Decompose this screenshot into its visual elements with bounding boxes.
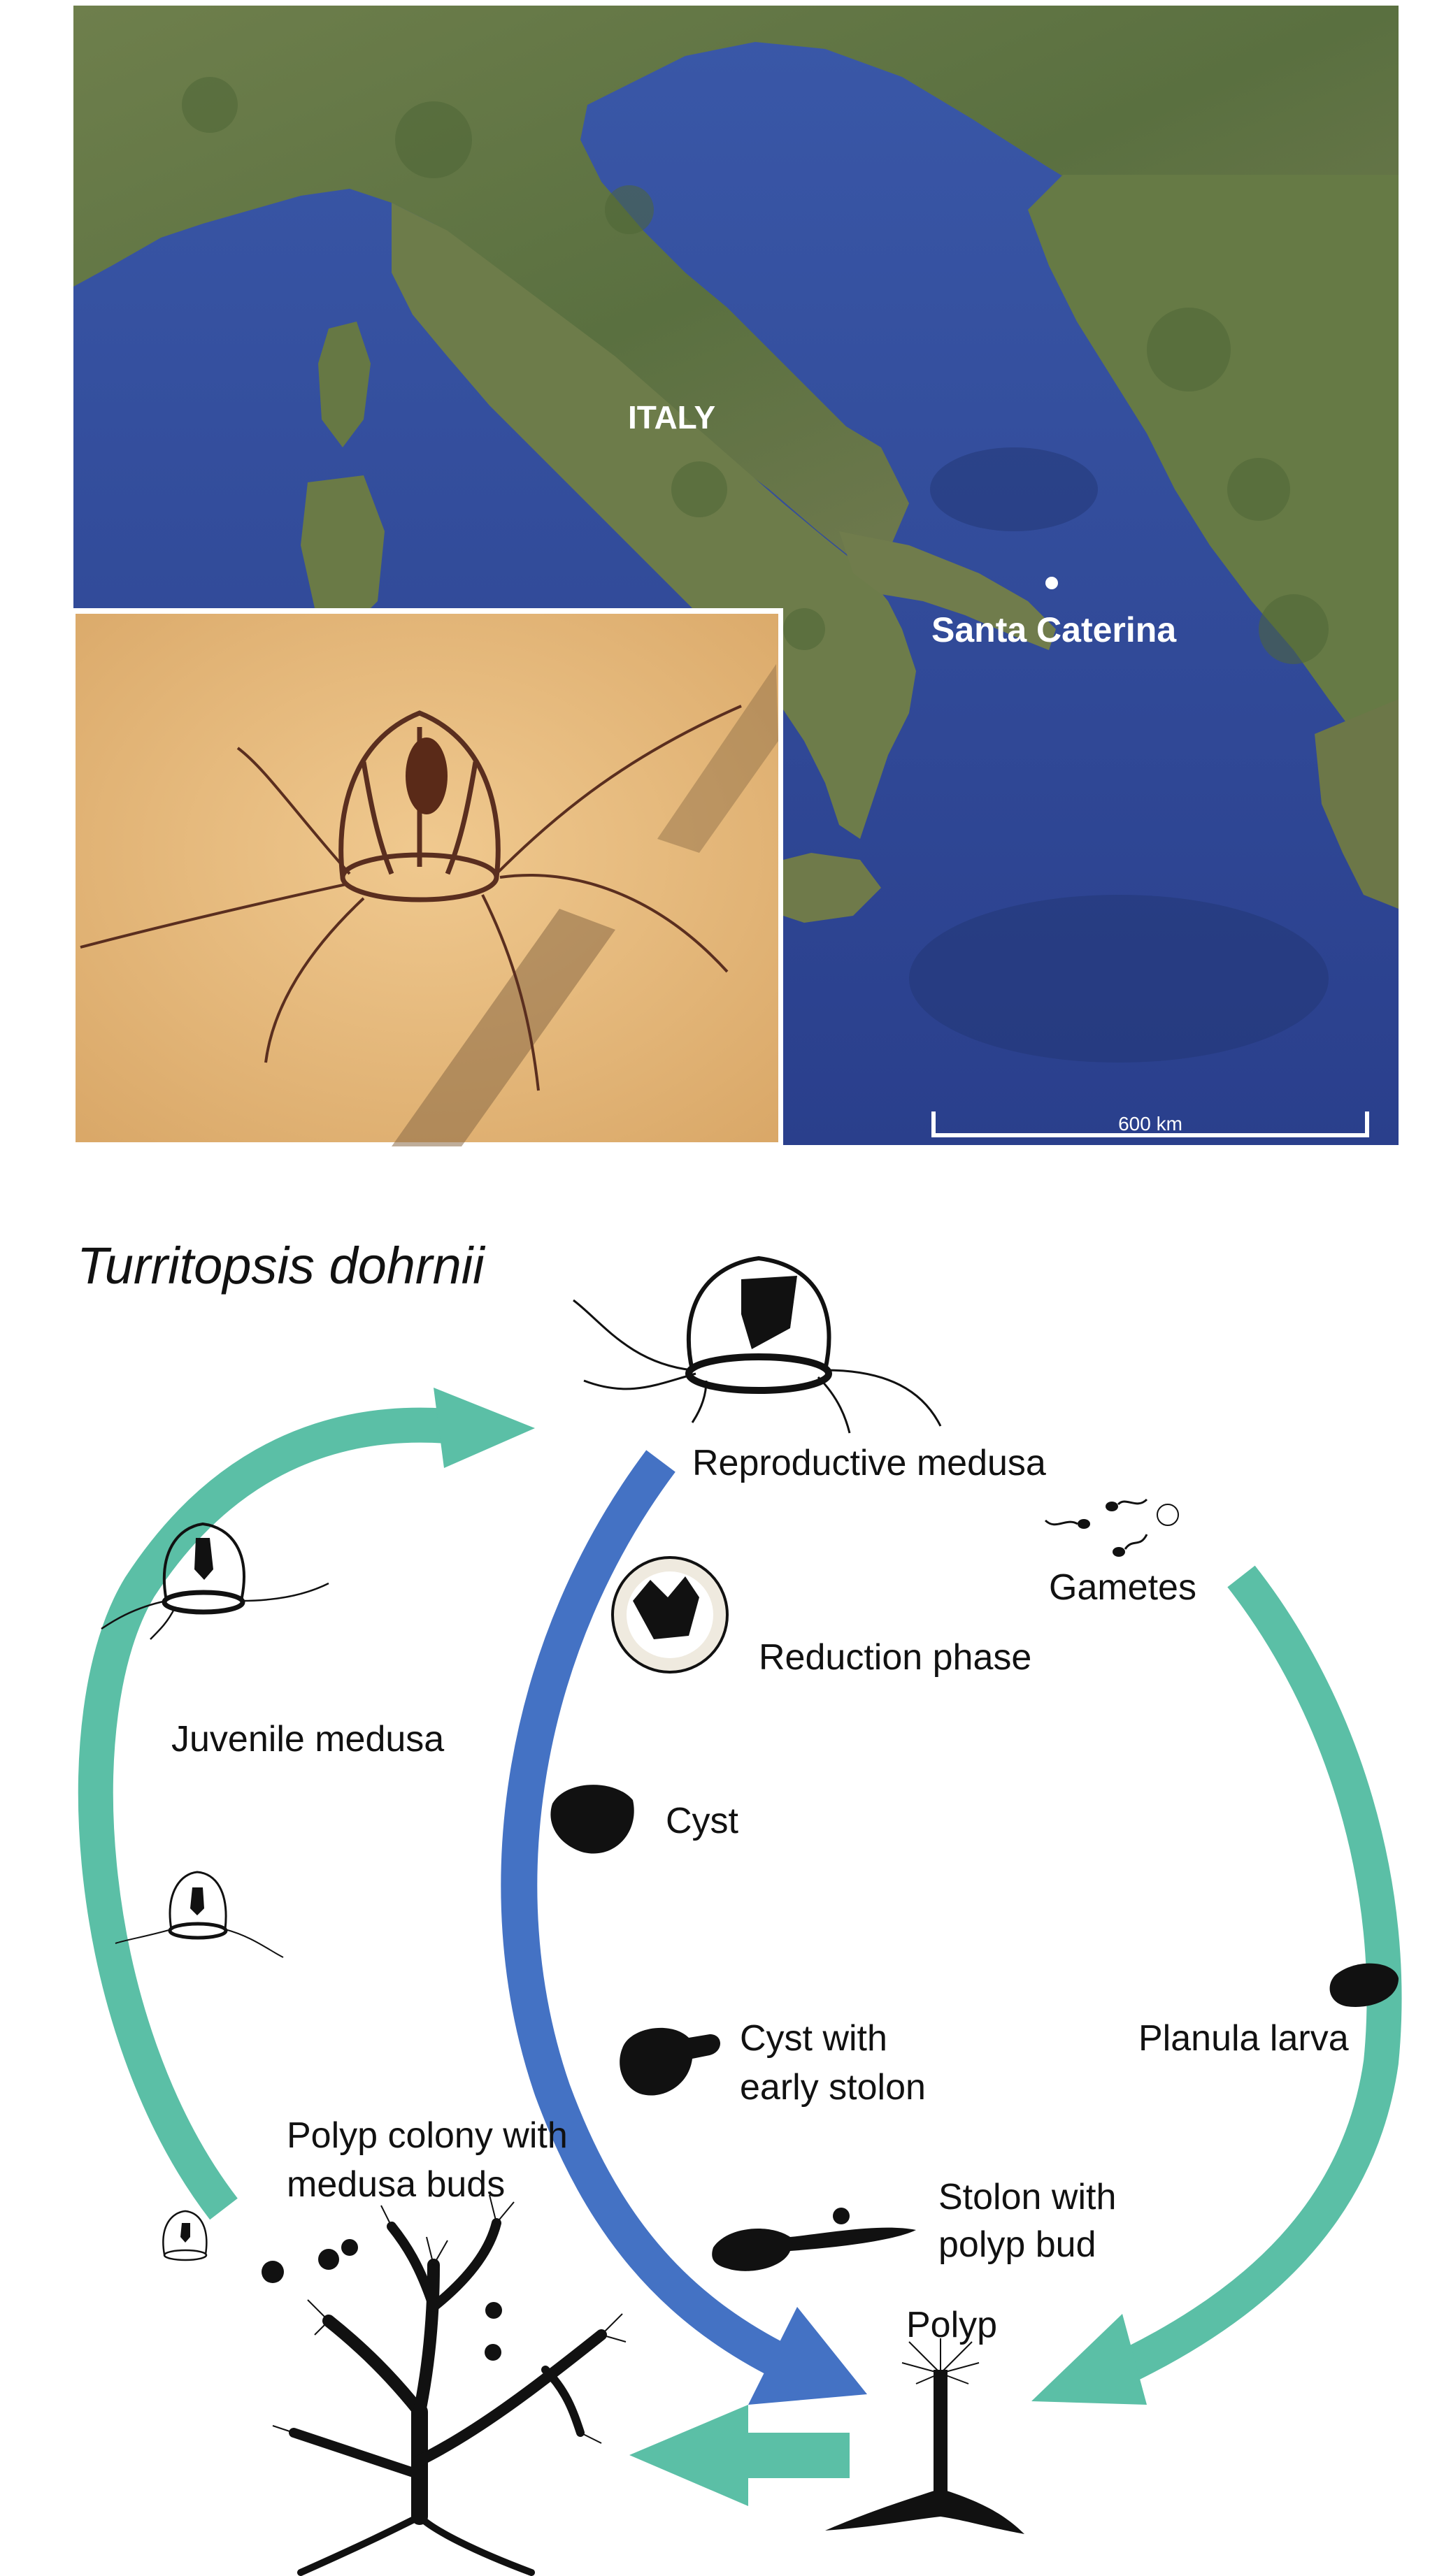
juvenile-medusa-gonad [194,1538,213,1580]
cycle-arrow-reverse-development [501,1450,792,2380]
cyst-icon [550,1785,634,1854]
map-land-corsica [318,322,371,447]
young-medusa-gonad [190,1887,204,1915]
label-reproductive-medusa: Reproductive medusa [692,1443,1046,1483]
arrowhead-to-polyp [1031,2314,1147,2405]
map-land-sicily [755,853,881,923]
cycle-arrow-juvenile-medusa [78,1407,449,2220]
label-cyst: Cyst [666,1801,739,1841]
map-land-salento [839,531,1056,650]
photo-jellyfish [80,705,742,1091]
photo-jellyfish-manubrium [406,737,448,814]
cyst-with-stolon-icon [620,2027,720,2096]
jellyfish-photo [70,608,783,1146]
medusa-buds [262,2239,502,2361]
reproductive-medusa-gonad [741,1276,797,1349]
scale-label: 600 km [1118,1113,1182,1135]
polyp-icon [825,2338,1024,2534]
photo-background [76,614,778,1142]
site-label: Santa Caterina [931,610,1177,649]
satellite-map [73,6,1399,1145]
arrowhead-reverse-to-polyp [748,2307,867,2405]
cycle-arrow-sexual [1097,1565,1402,2393]
label-polyp-colony-line2: medusa buds [287,2164,505,2205]
reduction-phase-icon [611,1556,729,1674]
young-medusa-icon [115,1871,284,1958]
photo-shadow-streak [392,909,615,1146]
photo-shadow-streak-2 [657,664,778,853]
polyp-colony-icon [289,2218,607,2576]
juvenile-medusa-icon [101,1522,329,1640]
label-polyp: Polyp [906,2305,997,2345]
gametes-icon [1044,1498,1179,1557]
arrowhead-to-colony [629,2405,748,2506]
map-land-italy [392,203,916,839]
reproductive-medusa-icon [573,1255,942,1434]
scale-bar [931,1111,1369,1137]
arrowhead-to-reproductive-medusa [434,1388,535,1468]
label-reduction-phase: Reduction phase [759,1637,1031,1678]
map-texture [182,77,1329,664]
label-stolon-with-polyp-bud-line2: polyp bud [938,2224,1096,2265]
detached-medusa-bud-icon [162,2210,208,2261]
label-gametes: Gametes [1049,1567,1196,1608]
stolon-with-polyp-bud-icon [712,2208,916,2271]
label-cyst-with-stolon-line2: early stolon [740,2067,926,2108]
label-polyp-colony-line1: Polyp colony with [287,2115,568,2156]
map-land-greece [1315,699,1399,909]
label-planula-larva: Planula larva [1138,2018,1349,2059]
detached-medusa-bud-gonad [180,2223,190,2243]
species-title: Turritopsis dohrnii [77,1237,486,1295]
site-marker [1045,577,1058,589]
map-land-sardinia [301,475,385,629]
colony-hydranth-tentacles [272,2194,627,2444]
planula-larva-icon [1329,1963,1399,2007]
label-stolon-with-polyp-bud-line1: Stolon with [938,2177,1116,2217]
label-juvenile-medusa: Juvenile medusa [171,1719,444,1760]
label-cyst-with-stolon-line1: Cyst with [740,2018,887,2059]
country-label: ITALY [628,399,715,436]
